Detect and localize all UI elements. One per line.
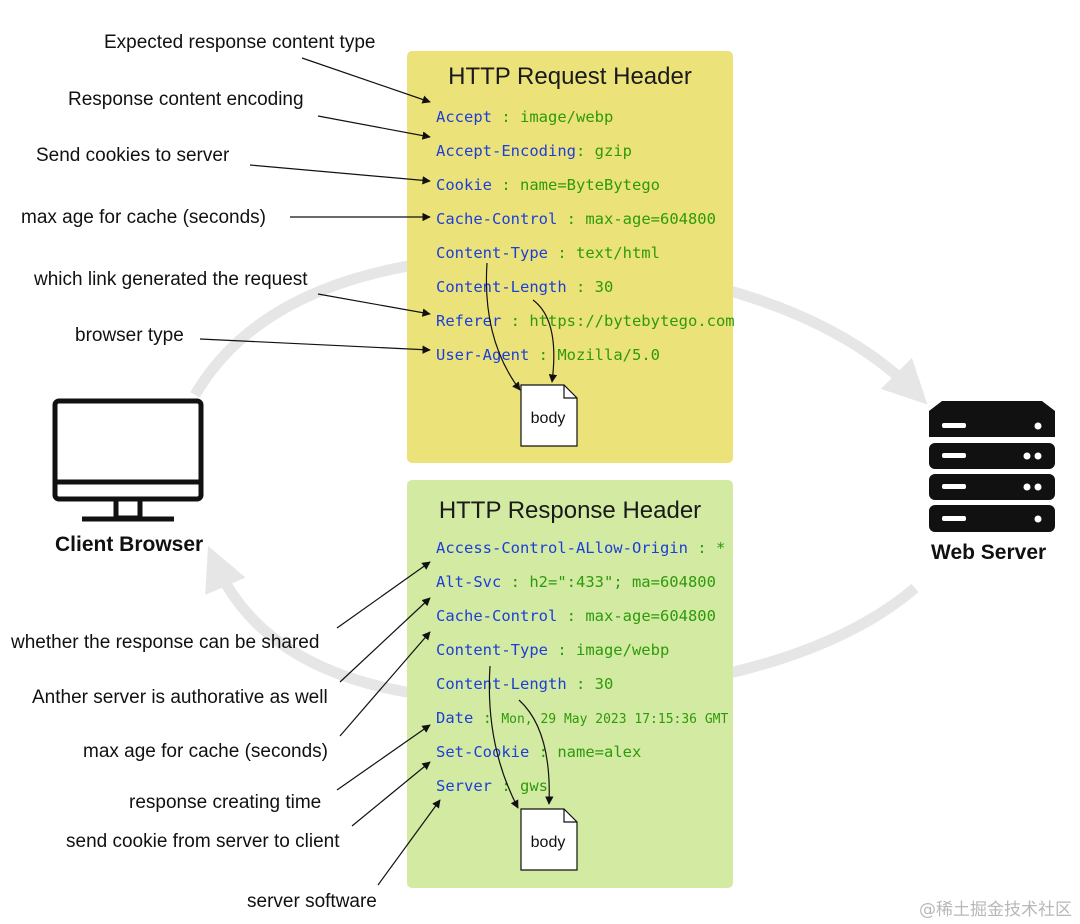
field-name: Accept: [436, 108, 492, 126]
field-name: Alt-Svc: [436, 573, 502, 591]
field-name: Cache-Control: [436, 607, 558, 625]
request-field: Content-Type : text/html: [436, 244, 660, 262]
field-value: Mon, 29 May 2023 17:15:36 GMT: [501, 712, 729, 727]
field-value: image/webp: [575, 641, 670, 659]
response-annotation: server software: [247, 891, 377, 912]
request-header-panel: HTTP Request Header Accept : image/webp …: [407, 51, 735, 463]
request-field: User-Agent : Mozilla/5.0: [436, 346, 660, 364]
connector-line: [336, 561, 431, 629]
connector-line: [488, 665, 519, 809]
field-name: Cache-Control: [436, 210, 558, 228]
connector-line: [518, 699, 554, 805]
field-name: Referer: [436, 312, 502, 330]
response-field: Cache-Control : max-age=604800: [436, 607, 716, 625]
request-annotation: browser type: [75, 325, 184, 346]
field-value: *: [715, 539, 726, 557]
request-annotation: Response content encoding: [68, 89, 304, 110]
field-value: 30: [594, 675, 614, 693]
field-value: name=alex: [557, 743, 642, 761]
response-field: Access-Control-ALlow-Origin : *: [436, 539, 726, 557]
response-field: Content-Type : image/webp: [436, 641, 670, 659]
field-name: Cookie: [436, 176, 492, 194]
connector-line: [339, 597, 431, 683]
request-field-list: Accept : image/webp Accept-Encoding: gzi…: [436, 106, 735, 378]
field-name: Access-Control-ALlow-Origin: [436, 539, 688, 557]
response-body-document-icon: body: [520, 808, 578, 871]
field-name: Content-Type: [436, 244, 548, 262]
field-value: max-age=604800: [585, 210, 716, 228]
response-body-label: body: [531, 834, 566, 851]
response-field: Date : Mon, 29 May 2023 17:15:36 GMT: [436, 709, 729, 727]
field-name: Content-Length: [436, 675, 567, 693]
connector-line: [485, 262, 521, 391]
response-annotation: Anther server is authorative as well: [32, 687, 328, 708]
connector-line: [317, 115, 431, 140]
request-field: Referer : https://bytebytego.com: [436, 312, 735, 330]
response-field: Server : gws: [436, 777, 548, 795]
request-body-document-icon: body: [520, 384, 578, 447]
field-value: https://bytebytego.com: [529, 312, 735, 330]
response-annotation: max age for cache (seconds): [83, 741, 329, 762]
connector-line: [301, 57, 431, 104]
field-value: gws: [520, 777, 548, 795]
field-name: User-Agent: [436, 346, 530, 364]
response-annotation: send cookie from server to client: [66, 831, 340, 852]
connector-line: [532, 299, 558, 383]
connector-line: [199, 338, 431, 354]
field-value: name=ByteBytego: [520, 176, 660, 194]
request-header-title: HTTP Request Header: [448, 63, 692, 90]
connector-line: [351, 761, 431, 827]
request-field: Accept : image/webp: [436, 108, 614, 126]
response-field: Set-Cookie : name=alex: [436, 743, 642, 761]
request-annotation: Send cookies to server: [36, 145, 230, 166]
request-field: Content-Length : 30: [436, 278, 614, 296]
request-field: Cache-Control : max-age=604800: [436, 210, 716, 228]
web-server-label: Web Server: [931, 541, 1047, 564]
request-field: Cookie : name=ByteBytego: [436, 176, 660, 194]
field-value: max-age=604800: [585, 607, 716, 625]
field-value: text/html: [575, 244, 660, 262]
response-annotation: response creating time: [129, 792, 322, 813]
connector-line: [317, 293, 431, 317]
field-value: Mozilla/5.0: [557, 346, 660, 364]
field-name: Server: [436, 777, 492, 795]
watermark: @稀土掘金技术社区: [919, 900, 1072, 920]
monitor-icon: [52, 398, 204, 522]
response-field-list: Access-Control-ALlow-Origin : * Alt-Svc …: [436, 537, 728, 809]
connector-line: [377, 799, 441, 886]
response-annotation: whether the response can be shared: [11, 632, 320, 653]
response-field: Alt-Svc : h2=":433"; ma=604800: [436, 573, 716, 591]
response-field: Content-Length : 30: [436, 675, 614, 693]
connector-line: [336, 724, 431, 791]
request-field: Accept-Encoding: gzip: [436, 142, 632, 160]
request-annotation: which link generated the request: [34, 269, 308, 290]
connector-line: [249, 164, 431, 185]
field-name: Content-Length: [436, 278, 567, 296]
connector-line: [339, 631, 431, 737]
field-name: Date: [436, 709, 474, 727]
field-value: 30: [594, 278, 614, 296]
request-annotation: max age for cache (seconds): [21, 207, 267, 228]
request-body-label: body: [531, 410, 566, 427]
field-value: image/webp: [520, 108, 614, 126]
field-name: Set-Cookie: [436, 743, 530, 761]
request-annotation: Expected response content type: [104, 32, 376, 53]
field-name: Accept-Encoding: [436, 142, 576, 160]
client-browser-label: Client Browser: [55, 533, 204, 556]
response-header-title: HTTP Response Header: [438, 497, 702, 524]
field-value: h2=":433"; ma=604800: [529, 573, 716, 591]
field-name: Content-Type: [436, 641, 548, 659]
server-rack-icon: [929, 401, 1055, 532]
field-value: gzip: [594, 142, 632, 160]
